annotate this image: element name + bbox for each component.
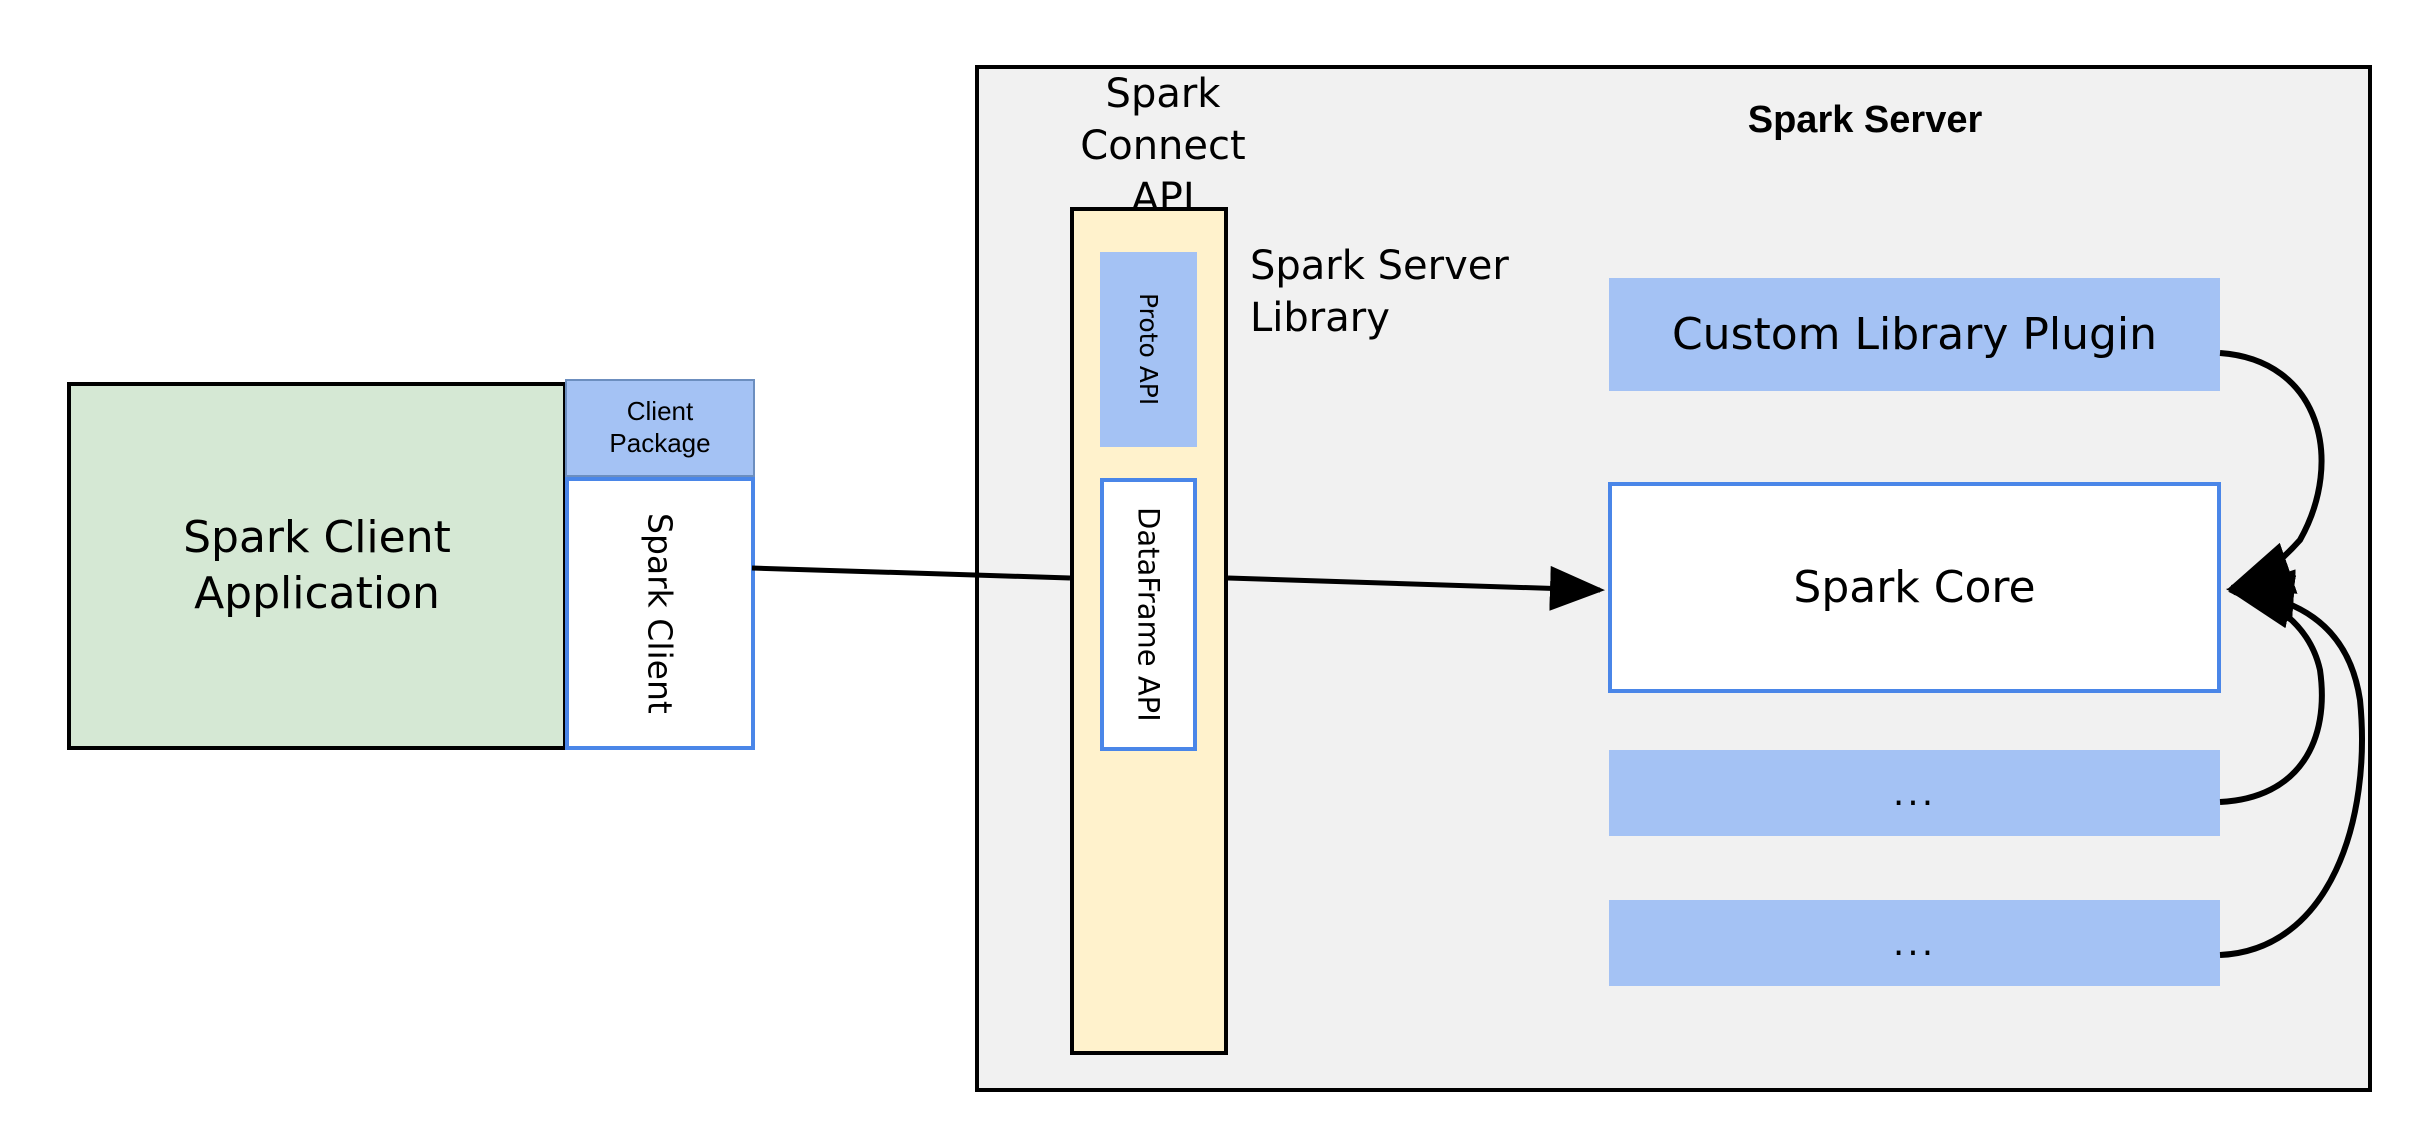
spark-server-library-label: Spark Server Library [1250, 240, 1580, 350]
spark-core-box: Spark Core [1608, 482, 2221, 693]
client-app-label-line2: Application [194, 568, 440, 619]
proto-api-label: Proto API [1134, 293, 1163, 406]
spark-server-library-label-line1: Spark Server [1250, 243, 1509, 289]
custom-library-plugin-box: Custom Library Plugin [1609, 278, 2220, 391]
spark-server-library-label-line2: Library [1250, 295, 1390, 341]
client-package-box: Client Package [565, 379, 755, 477]
client-package-label-line2: Package [609, 428, 711, 458]
spark-connect-api-label: Spark Connect API [1018, 68, 1308, 221]
client-package-label-line1: Client [626, 396, 694, 427]
spark-server-title: Spark Server [1747, 98, 1983, 141]
dataframe-api-label: DataFrame API [1131, 507, 1166, 722]
spark-client-application-box: Spark Client Application [67, 382, 567, 750]
client-app-label-line1: Spark Client [183, 511, 451, 563]
ellipsis-box-one: ... [1609, 750, 2220, 836]
spark-client-label: Spark Client [640, 513, 680, 714]
spark-connect-api-label-line1: Spark Connect [1080, 71, 1246, 169]
ellipsis-box-two: ... [1609, 900, 2220, 986]
spark-client-box: Spark Client [565, 477, 755, 750]
proto-api-box: Proto API [1100, 252, 1197, 447]
dataframe-api-box: DataFrame API [1100, 478, 1197, 751]
